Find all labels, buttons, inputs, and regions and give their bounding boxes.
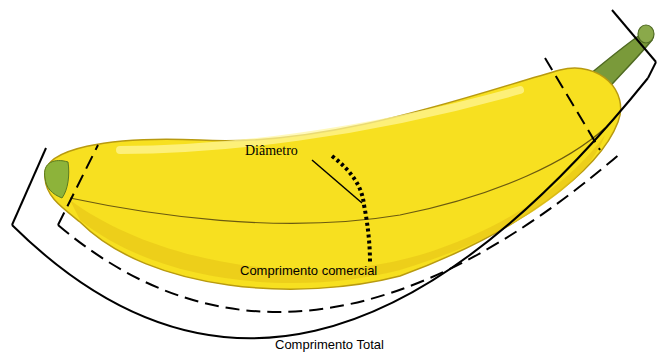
leader-line (312, 160, 362, 203)
stem-end (638, 25, 654, 43)
total-length-label: Comprimento Total (275, 337, 384, 352)
total-length-arc (12, 78, 648, 338)
total-length-tick (12, 148, 46, 225)
diameter-line (332, 156, 370, 262)
total-length-tick (612, 10, 656, 62)
banana-highlight (120, 90, 520, 150)
banana-tip (45, 161, 69, 198)
commercial-length-arc (58, 152, 622, 312)
commercial-length-label: Comprimento comercial (240, 263, 377, 278)
commercial-length-tick (545, 58, 600, 150)
total-length-tick (648, 62, 656, 78)
banana-body (45, 68, 621, 289)
diameter-label: Diâmetro (245, 143, 298, 159)
commercial-length-tick (58, 145, 98, 225)
